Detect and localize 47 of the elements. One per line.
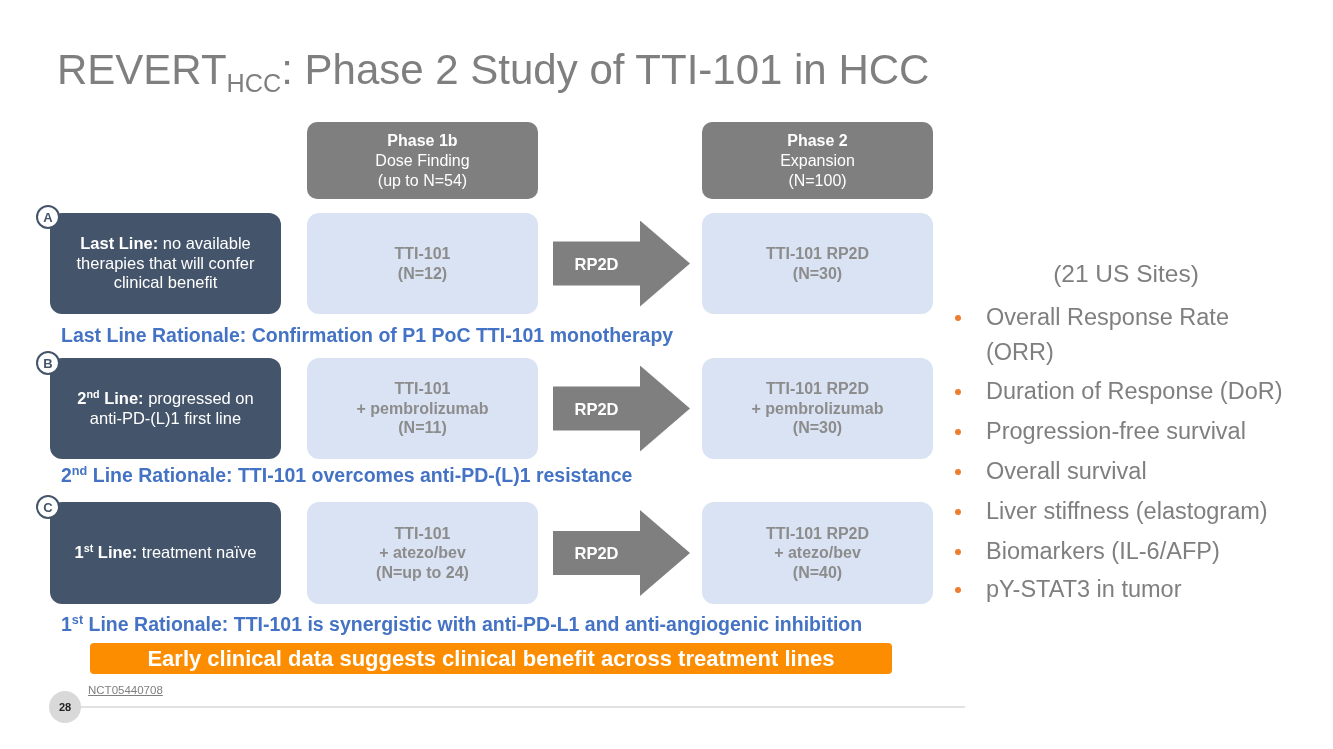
phase-title: Phase 1b	[387, 130, 458, 151]
block-arrow	[553, 365, 690, 452]
treatment-arm-text: TTI-101 RP2D + atezo/bev (N=40)	[765, 523, 870, 583]
cohort-letter-circle	[36, 205, 60, 229]
treatment-arm-box	[307, 358, 538, 459]
cohort-letter: B	[43, 355, 53, 371]
site-count-note: (21 US Sites)	[1052, 260, 1200, 288]
treatment-arm-box	[702, 358, 933, 459]
phase-header-box	[307, 122, 538, 199]
treatment-arm-box	[307, 502, 538, 604]
phase-description: Dose Finding (up to N=54)	[375, 150, 470, 191]
treatment-arm-text: TTI-101 + pembrolizumab (N=11)	[356, 379, 489, 438]
treatment-arm-box	[702, 213, 933, 314]
line-description: Last Line: no available therapies that will confer clinical benefit	[75, 234, 256, 293]
trial-id-link: NCT05440708	[88, 684, 163, 697]
treatment-arm-text: TTI-101 + atezo/bev (N=up to 24)	[376, 523, 469, 583]
slide-title: REVERT$_{HCC}$: Phase 2 Study of TTI-101 in HCC	[57, 45, 930, 96]
endpoint-item: Overall Response Rate (ORR)	[986, 303, 1230, 367]
block-arrow	[553, 510, 690, 596]
endpoint-item: Progression-free survival	[986, 417, 1247, 446]
treatment-arm-text: TTI-101 RP2D + pembrolizumab (N=30)	[751, 379, 884, 438]
phase-description: Expansion (N=100)	[780, 150, 855, 191]
rationale-note: Last Line Rationale: Confirmation of P1 PoC TTI-101 monotherapy	[61, 324, 674, 347]
cohort-letter-circle	[36, 351, 60, 375]
endpoint-item: Biomarkers (IL-6/AFP)	[986, 537, 1221, 566]
treatment-arm-text: TTI-101 (N=12)	[394, 244, 451, 283]
phase-header-box	[702, 122, 933, 199]
summary-banner	[90, 643, 892, 674]
endpoint-item: Overall survival	[986, 457, 1148, 486]
cohort-letter: C	[43, 499, 53, 515]
block-arrow	[553, 220, 690, 307]
rationale-note: 1$^{st}$ Line Rationale: TTI-101 is synergistic with anti-PD-L1 and anti-angiogenic inhibition	[61, 613, 863, 636]
treatment-arm-box	[702, 502, 933, 604]
endpoint-item: Duration of Response (DoR)	[986, 377, 1284, 406]
line-description: 1$^{st}$ Line: treatment naïve	[74, 543, 257, 563]
cohort-letter-circle	[36, 495, 60, 519]
treatment-arm-text: TTI-101 RP2D (N=30)	[765, 244, 870, 283]
cohort-letter: A	[43, 209, 53, 225]
treatment-arm-box	[307, 213, 538, 314]
endpoint-item: Liver stiffness (elastogram)	[986, 497, 1269, 526]
page-number-circle	[49, 691, 81, 723]
endpoint-item: pY-STAT3 in tumor	[986, 575, 1183, 604]
rationale-note: 2$^{nd}$ Line Rationale: TTI-101 overcomes anti-PD-(L)1 resistance	[61, 464, 633, 487]
line-description: 2$^{nd}$ Line: progressed on anti-PD-(L)1 first line	[76, 389, 255, 428]
phase-title: Phase 2	[787, 130, 848, 151]
page-number: 28	[58, 701, 72, 713]
summary-text: Early clinical data suggests clinical benefit across treatment lines	[147, 645, 835, 672]
